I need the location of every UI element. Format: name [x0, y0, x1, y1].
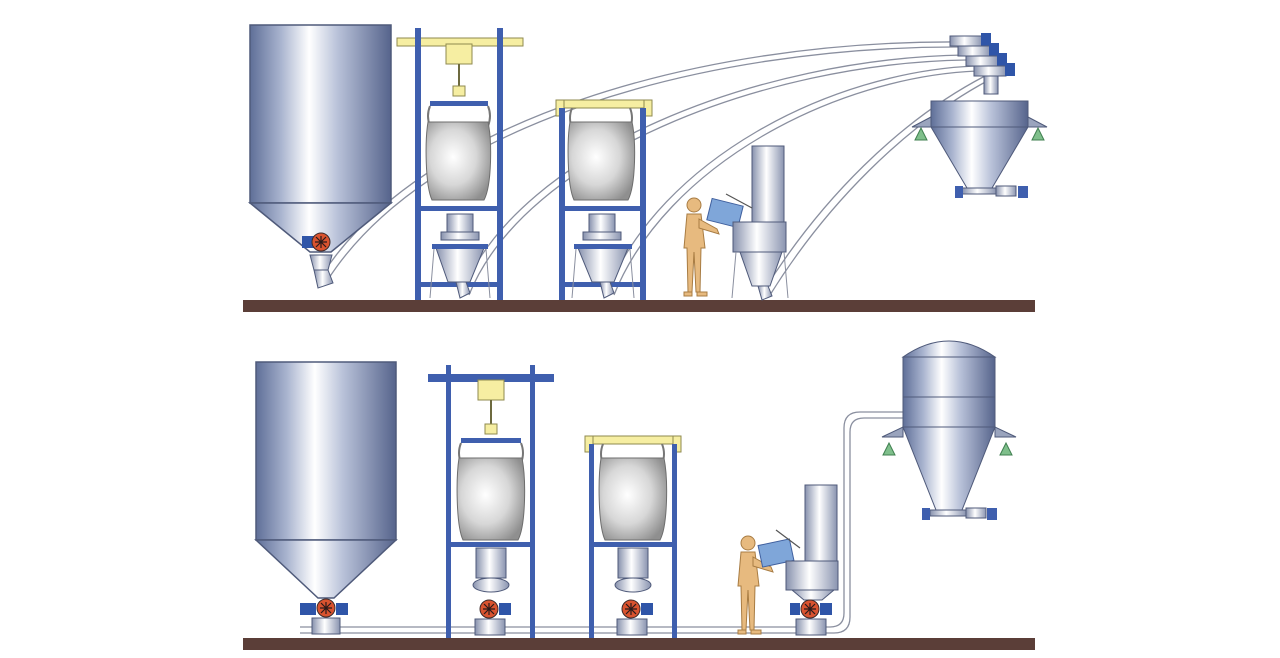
operator-icon [683, 197, 720, 297]
floor [243, 300, 1035, 312]
silo [254, 361, 398, 635]
receiver-icon [902, 356, 996, 428]
support-foot [999, 441, 1013, 456]
bulk-bag-unloader-frame [584, 435, 682, 638]
support-foot [1031, 126, 1045, 141]
support-foot [882, 441, 896, 456]
bulk-bag-icon [456, 457, 526, 541]
hoist-icon [445, 43, 473, 65]
receiver-icon [930, 100, 1029, 128]
common-conveying-line [300, 411, 905, 634]
top-panel [243, 24, 1048, 312]
bottom-panel [243, 340, 1035, 650]
bag-dump-station [683, 145, 789, 301]
bulk-bag-icon [598, 457, 668, 541]
support-foot [914, 126, 928, 141]
silo-icon [255, 361, 397, 541]
bulk-bag-unloader-frame [555, 99, 653, 300]
operator-icon [737, 535, 774, 635]
filter-receiver [881, 340, 1017, 520]
inlet-valves [949, 33, 1015, 95]
bulk-bag-icon [567, 121, 636, 201]
bulk-bag-unloader-hoist [396, 28, 524, 300]
bulk-bag-icon [425, 121, 492, 201]
silo-icon [249, 24, 392, 204]
floor [243, 638, 1035, 650]
bulk-bag-unloader-hoist [428, 365, 554, 638]
bag-dump-station [737, 484, 839, 636]
receiver-hopper [911, 33, 1048, 198]
silo [247, 24, 394, 289]
hoist-icon [477, 379, 505, 401]
